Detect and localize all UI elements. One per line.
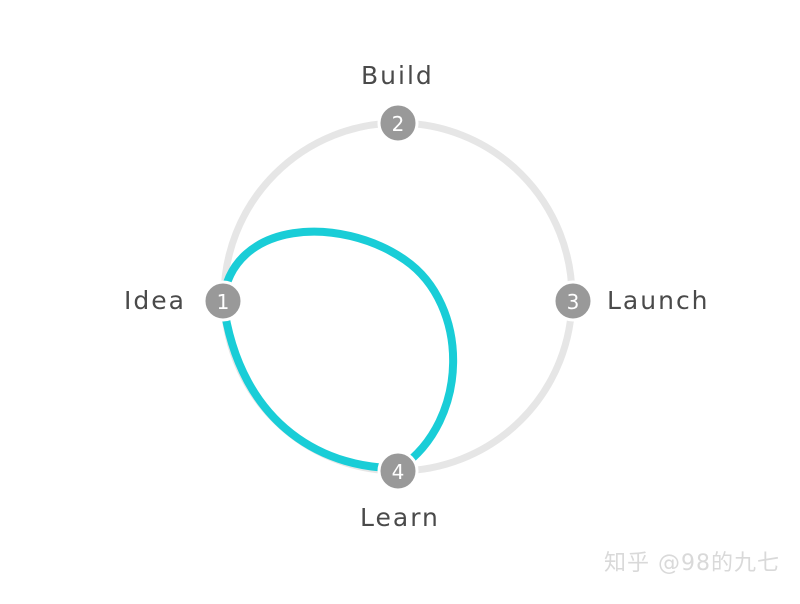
node-label-learn: Learn bbox=[360, 503, 440, 532]
node-label-launch: Launch bbox=[607, 286, 710, 315]
node-label-idea: Idea bbox=[124, 286, 186, 315]
node-1: 1 bbox=[202, 280, 244, 322]
node-3-number: 3 bbox=[567, 290, 580, 314]
node-3-circle bbox=[552, 280, 594, 322]
node-4: 4 bbox=[377, 450, 419, 492]
node-3: 3 bbox=[552, 280, 594, 322]
node-1-circle bbox=[202, 280, 244, 322]
node-4-circle bbox=[377, 450, 419, 492]
node-2: 2 bbox=[377, 102, 419, 144]
node-4-number: 4 bbox=[392, 460, 405, 484]
node-2-number: 2 bbox=[392, 112, 405, 136]
node-1-number: 1 bbox=[217, 290, 230, 314]
watermark: 知乎 @98的九七 bbox=[604, 551, 780, 576]
learning-loop bbox=[219, 227, 458, 473]
node-label-build: Build bbox=[361, 61, 434, 90]
node-2-circle bbox=[377, 102, 419, 144]
